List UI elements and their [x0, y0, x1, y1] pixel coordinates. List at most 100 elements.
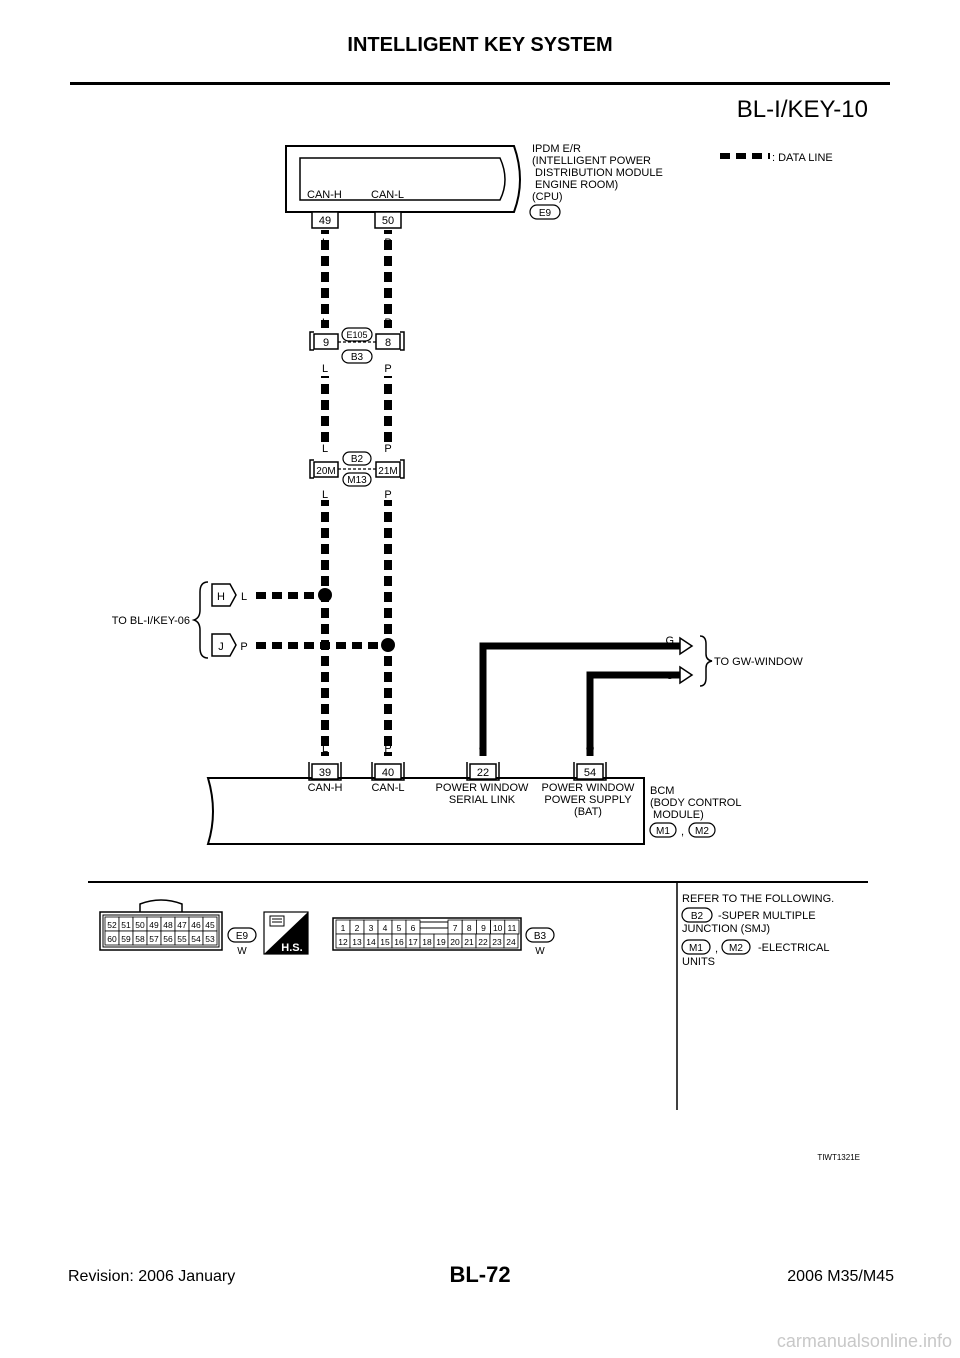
connector-pin-number: 7 — [453, 923, 458, 933]
connector-pin-number: 5 — [397, 923, 402, 933]
arrow-connector-j — [211, 633, 237, 657]
connector-pin-number: 55 — [177, 934, 187, 944]
bcm-module: L P G O 39 40 22 54 CAN-H CAN-L POWER WI… — [206, 743, 741, 845]
bcm-connector-separator: , — [681, 826, 684, 838]
arrow-icon — [679, 665, 694, 685]
splice-point — [381, 638, 395, 652]
refer-badge — [681, 907, 713, 923]
branch-letter: J — [218, 641, 224, 653]
wire-color: L — [322, 237, 328, 249]
wire-color: L — [241, 591, 247, 603]
legend-data-line-swatch — [718, 153, 770, 159]
wire-can-l — [384, 376, 392, 448]
bcm-name-line: MODULE) — [650, 809, 704, 821]
wire-g — [479, 642, 680, 756]
watermark: carmanualsonline.info — [776, 1331, 952, 1351]
ipdm-name-line: IPDM E/R — [532, 143, 581, 155]
branch-letter: H — [217, 591, 225, 603]
wire-color: L — [322, 489, 328, 501]
connector-pin-number: 58 — [135, 934, 145, 944]
refer-section: REFER TO THE FOLLOWING. B2 -SUPER MULTIP… — [681, 893, 834, 968]
junction-connector-id: B3 — [351, 352, 364, 363]
wire-o — [586, 671, 680, 756]
connector-pin-number: 10 — [493, 923, 503, 933]
branch-letter: G — [665, 635, 674, 647]
bcm-pin-label: (BAT) — [574, 806, 602, 818]
junction-connector-id: E105 — [346, 330, 367, 340]
ipdm-pin-label-canl: CAN-L — [371, 189, 404, 201]
ipdm-pin-50 — [374, 211, 402, 229]
connector-pin-number: 18 — [422, 937, 432, 947]
connector-pin-number: 8 — [467, 923, 472, 933]
connector-id: E9 — [236, 931, 249, 942]
connector-id: B3 — [534, 931, 547, 942]
bcm-pin-number: 54 — [584, 767, 596, 779]
junction-pin-number: 8 — [385, 337, 391, 349]
connector-pin-number: 56 — [163, 934, 173, 944]
wire-color: P — [384, 489, 391, 501]
bcm-pin-label: CAN-L — [371, 782, 404, 794]
ipdm-module: CAN-H CAN-L 49 50 IPDM E/R (INTELLIGENT … — [285, 143, 663, 229]
diagram-code: BL-I/KEY-10 — [736, 96, 868, 123]
arrow-connector-h — [211, 583, 237, 607]
power-window-wires: G O TO GW-WINDOW — [479, 635, 803, 756]
hs-label: H.S. — [281, 942, 302, 954]
connector-pin-cell — [202, 930, 218, 946]
connector-pin-number: 54 — [191, 934, 201, 944]
bcm-connector-id: M2 — [695, 826, 709, 837]
revision-text: Revision: 2006 January — [68, 1268, 236, 1285]
branch-letter: O — [665, 670, 674, 682]
hs-badge: H.S. — [263, 911, 309, 955]
connector-pin-number: 53 — [205, 934, 215, 944]
connector-pin-number: 14 — [366, 937, 376, 947]
refer-text: -SUPER MULTIPLE — [718, 910, 816, 922]
bcm-pin-number: 22 — [477, 767, 489, 779]
connector-pin-cell — [503, 933, 519, 949]
connector-pin-number: 46 — [191, 920, 201, 930]
wire-color: P — [384, 743, 391, 755]
wire-color: L — [322, 317, 328, 329]
to-bl-key-06: H L J P TO BL-I/KEY-06 — [112, 581, 248, 659]
arrow-icon — [679, 636, 694, 656]
connector-pin-number: 12 — [338, 937, 348, 947]
connector-pin-number: 4 — [383, 923, 388, 933]
connector-latch — [139, 899, 183, 912]
bcm-pin-40 — [374, 763, 402, 780]
wire-color: L — [322, 443, 328, 455]
to-bl-label: TO BL-I/KEY-06 — [112, 615, 190, 627]
bcm-pin-label: POWER SUPPLY — [544, 794, 632, 806]
wire-color: P — [384, 237, 391, 249]
connector-pin-number: 11 — [507, 923, 516, 933]
ipdm-connector-id: E9 — [539, 208, 552, 219]
connector-pin-number: 15 — [380, 937, 390, 947]
wire-color: P — [384, 443, 391, 455]
wiring-diagram: CAN-H CAN-L 49 50 IPDM E/R (INTELLIGENT … — [88, 143, 868, 1162]
page-number: BL-72 — [449, 1262, 511, 1287]
connector-pin-number: 13 — [352, 937, 362, 947]
junction-pin-number: 9 — [323, 337, 329, 349]
connector-pin-number: 17 — [408, 937, 418, 947]
wire-can-l — [384, 230, 392, 328]
refer-badge — [721, 939, 751, 955]
ipdm-pin-number: 49 — [319, 215, 331, 227]
wire-color: L — [322, 743, 328, 755]
refer-separator: , — [715, 943, 718, 955]
connector-pin-number: 49 — [149, 920, 159, 930]
connector-color: W — [535, 946, 545, 957]
page-title: INTELLIGENT KEY SYSTEM — [347, 34, 613, 56]
wire-can-h — [321, 500, 329, 756]
connector-pin-number: 50 — [135, 920, 145, 930]
junction-connector-badge — [341, 327, 373, 342]
refer-text: UNITS — [682, 956, 715, 968]
connector-pin-number: 47 — [177, 920, 187, 930]
refer-text: -ELECTRICAL — [758, 942, 830, 954]
connector-pin-number: 60 — [107, 934, 117, 944]
ipdm-pin-label-canh: CAN-H — [307, 189, 342, 201]
header-rule — [70, 82, 890, 85]
connector-pin-number: 52 — [107, 920, 117, 930]
junction-pin-number: 20M — [316, 466, 335, 477]
refer-text: JUNCTION (SMJ) — [682, 923, 770, 935]
connector-pin-number: 3 — [369, 923, 374, 933]
